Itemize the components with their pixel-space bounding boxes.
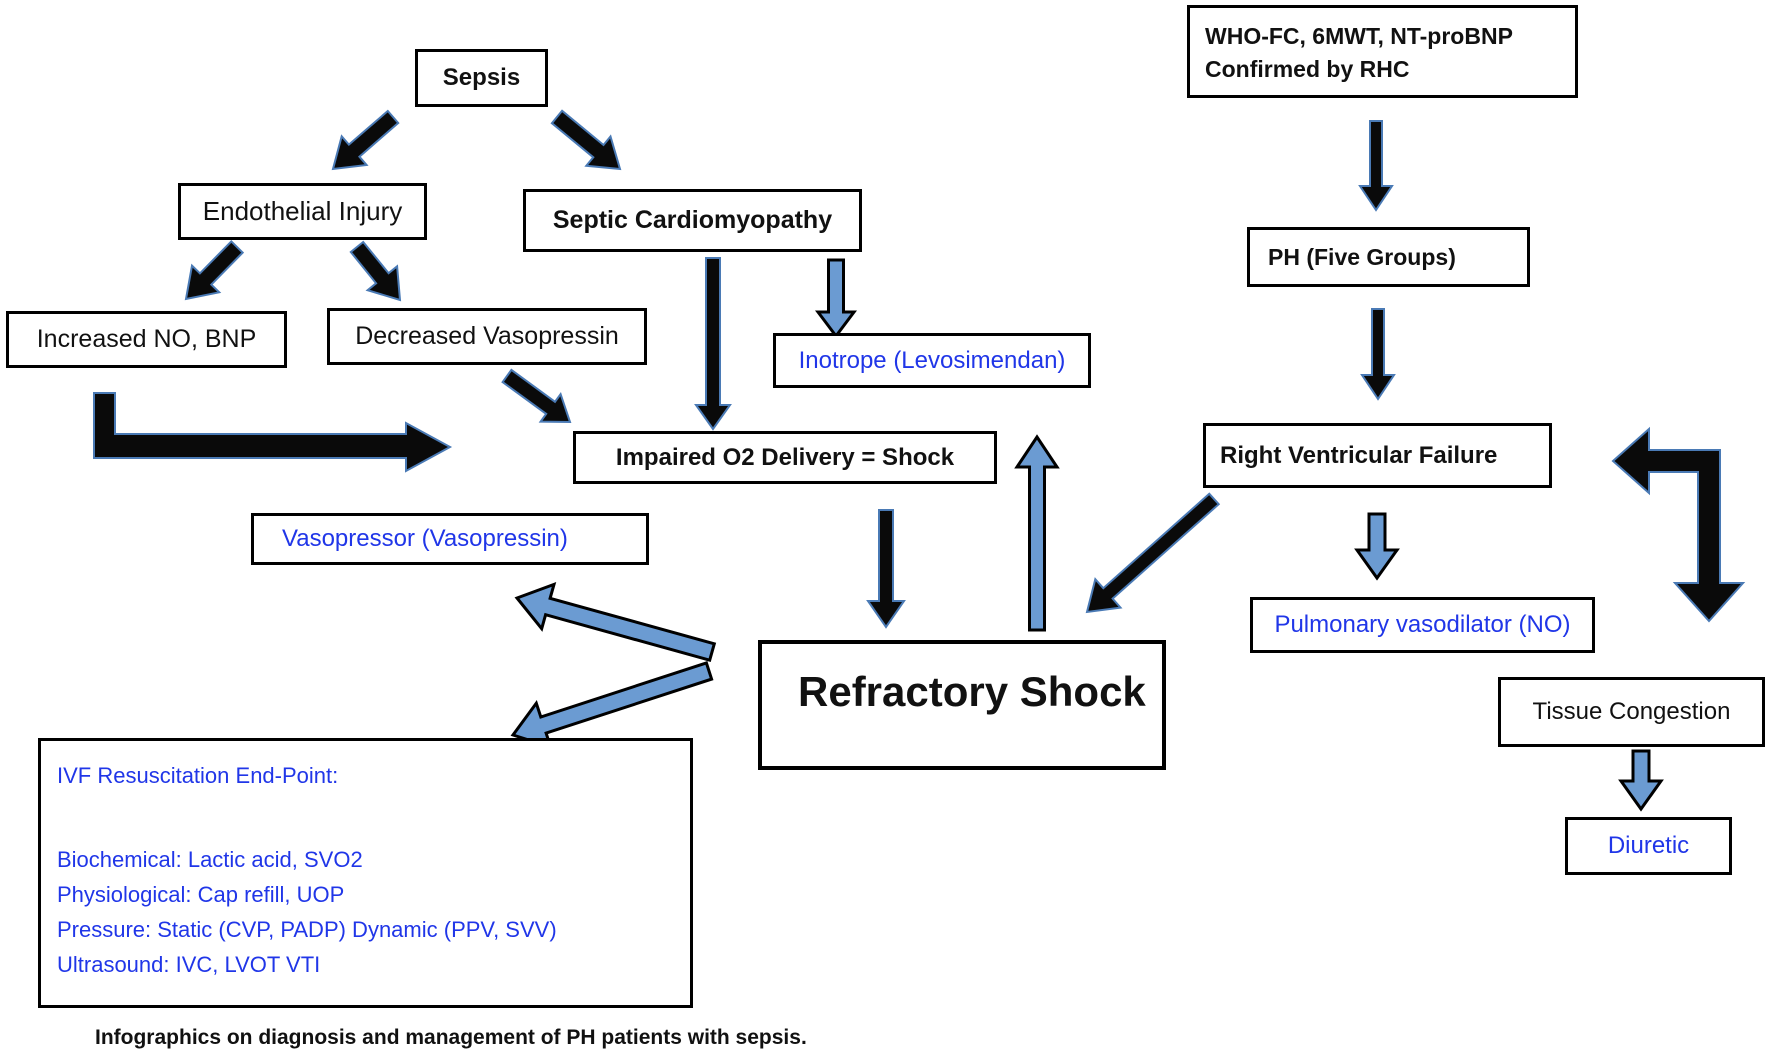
arrow-refractory-shock-up-inotrope: [1014, 434, 1060, 632]
node-vasopressor-vasopressin: Vasopressor (Vasopressin): [251, 513, 649, 565]
arrow-decreased-vasopressin-impaired-o2: [501, 368, 572, 424]
arrow-impaired-o2-refractory-shock: [866, 509, 906, 629]
ivf-line-pressure: Pressure: Static (CVP, PADP) Dynamic (PP…: [57, 917, 557, 942]
arrow-sepsis-endothelial-injury: [331, 109, 400, 171]
arrow-sepsis-septic-cardiomyopathy: [550, 109, 622, 171]
node-impaired-o2-delivery-shock: Impaired O2 Delivery = Shock: [573, 431, 997, 484]
who-line-1: WHO-FC, 6MWT, NT-proBNP: [1205, 23, 1513, 49]
node-sepsis: Sepsis: [415, 49, 548, 107]
arrow-tissue-congestion-diuretic: [1618, 749, 1664, 812]
arrow-ph-rv-failure: [1360, 308, 1396, 401]
arrow-septic-inotrope: [815, 258, 857, 339]
node-diuretic: Diuretic: [1565, 817, 1732, 875]
who-line-2: Confirmed by RHC: [1205, 56, 1410, 82]
ivf-line-biochemical: Biochemical: Lactic acid, SVO2: [57, 847, 363, 872]
arrow-who-ph: [1358, 120, 1394, 212]
node-refractory-shock: Refractory Shock: [758, 640, 1166, 770]
node-inotrope-levosimendan: Inotrope (Levosimendan): [773, 333, 1091, 388]
figure-caption: Infographics on diagnosis and management…: [95, 1026, 807, 1049]
ivf-line-ultrasound: Ultrasound: IVC, LVOT VTI: [57, 952, 321, 977]
arrow-increased-no-impaired-o2-elbow: [93, 392, 453, 473]
node-increased-no-bnp: Increased NO, BNP: [6, 311, 287, 368]
ivf-title: IVF Resuscitation End-Point:: [57, 763, 339, 788]
arrow-rv-failure-pulmonary-vasodilator: [1354, 512, 1400, 581]
arrow-endothelial-decreased-vasopressin: [349, 240, 402, 302]
node-who-fc-6mwt-ntprobnp: WHO-FC, 6MWT, NT-proBNP Confirmed by RHC: [1187, 5, 1578, 98]
node-tissue-congestion: Tissue Congestion: [1498, 677, 1765, 747]
arrow-rv-failure-refractory-shock: [1085, 492, 1221, 614]
ivf-line-physiological: Physiological: Cap refill, UOP: [57, 882, 345, 907]
arrow-rv-failure-tissue-congestion-elbow: [1611, 426, 1746, 623]
node-ph-five-groups: PH (Five Groups): [1247, 227, 1530, 287]
node-pulmonary-vasodilator-no: Pulmonary vasodilator (NO): [1250, 597, 1595, 653]
arrow-septic-impaired-o2: [694, 257, 732, 431]
arrow-refractory-shock-vasopressor: [514, 581, 717, 663]
arrow-endothelial-increased-no-bnp: [184, 239, 245, 301]
node-endothelial-injury: Endothelial Injury: [178, 183, 427, 240]
node-ivf-resuscitation-endpoints: IVF Resuscitation End-Point: Biochemical…: [38, 738, 693, 1008]
node-decreased-vasopressin: Decreased Vasopressin: [327, 308, 647, 365]
node-right-ventricular-failure: Right Ventricular Failure: [1203, 423, 1552, 488]
node-septic-cardiomyopathy: Septic Cardiomyopathy: [523, 189, 862, 252]
arrow-refractory-shock-ivf: [510, 661, 714, 750]
